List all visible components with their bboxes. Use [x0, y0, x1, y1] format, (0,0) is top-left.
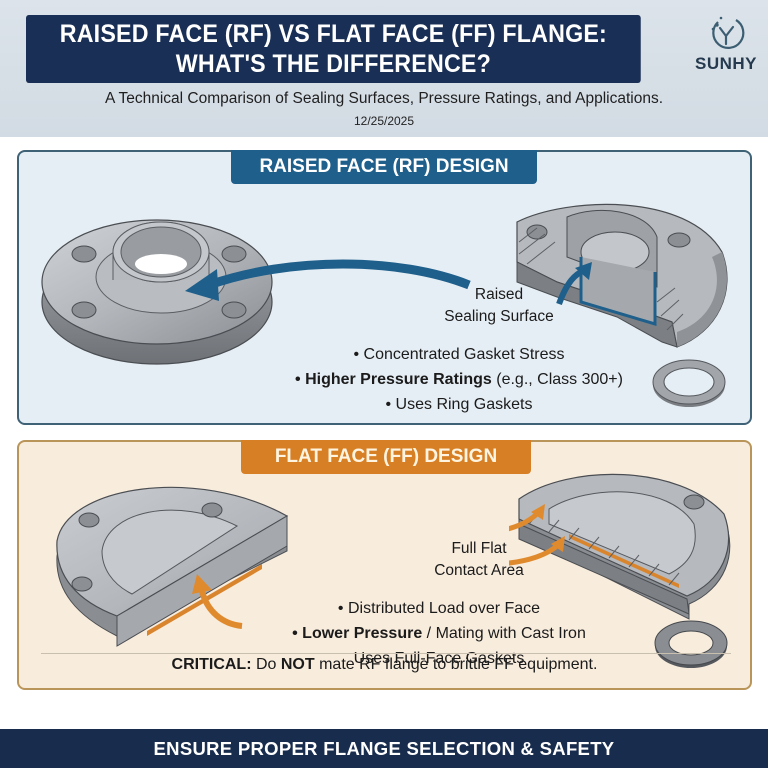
rf-callout-line-2: Sealing Surface — [444, 308, 554, 325]
critical-text-2: mate RF flange to brittle FF equipment. — [314, 656, 598, 673]
footer-banner: ENSURE PROPER FLANGE SELECTION & SAFETY — [0, 729, 768, 768]
rf-bullet-2-bold: • Higher Pressure Ratings — [295, 371, 492, 388]
rf-panel: RAISED FACE (RF) DESIGN — [17, 150, 752, 425]
rf-callout-line-1: Raised — [474, 286, 524, 303]
ff-panel-label: FLAT FACE (FF) DESIGN — [241, 440, 531, 474]
rf-bullet-2-rest: (e.g., Class 300+) — [491, 371, 623, 388]
rf-bullet-1: • Concentrated Gasket Stress — [353, 346, 565, 363]
ff-bullet-2-bold: • Lower Pressure — [292, 625, 423, 642]
rf-flange-full-icon — [41, 219, 273, 365]
ff-bullet-1: • Distributed Load over Face — [337, 600, 541, 617]
rf-bullet-2: • Higher Pressure Ratings (e.g., Class 3… — [259, 367, 659, 392]
logo-text: SUNHY — [694, 54, 757, 73]
ff-bullet-3: Uses Full-Face Gaskets — [353, 650, 525, 667]
subtitle: A Technical Comparison of Sealing Surfac… — [104, 90, 664, 107]
page-title: RAISED FACE (RF) VS FLAT FACE (FF) FLANG… — [26, 15, 641, 83]
rf-bullet-3: • Uses Ring Gaskets — [385, 396, 533, 413]
critical-text-1: Do — [251, 656, 281, 673]
title-line-2: WHAT'S THE DIFFERENCE? — [175, 50, 492, 78]
ff-bullet-2: • Lower Pressure / Mating with Cast Iron — [239, 621, 639, 646]
ff-callout-line-1: Full Flat — [451, 540, 507, 557]
critical-not: NOT — [280, 656, 315, 673]
sunhy-logo-icon — [711, 16, 745, 49]
ff-callout: Full Flat Contact Area — [409, 538, 549, 582]
rf-flange-cutaway-icon — [516, 203, 728, 348]
ff-bullets: • Distributed Load over Face • Lower Pre… — [239, 596, 639, 671]
brand-logo: SUNHY — [690, 14, 762, 76]
critical-label: CRITICAL: — [171, 656, 252, 673]
rf-callout: Raised Sealing Surface — [424, 284, 574, 328]
date: 12/25/2025 — [353, 114, 415, 128]
ff-callout-line-2: Contact Area — [434, 562, 524, 579]
title-line-1: RAISED FACE (RF) VS FLAT FACE (FF) FLANG… — [59, 20, 608, 48]
ff-flange-cutaway-icon — [509, 473, 731, 620]
rf-bullets: • Concentrated Gasket Stress • Higher Pr… — [259, 342, 659, 417]
ff-flange-half-icon — [56, 486, 289, 647]
full-face-gasket-icon — [654, 620, 728, 668]
critical-warning: CRITICAL: Do NOT mate RF flange to britt… — [19, 656, 750, 674]
rf-panel-label: RAISED FACE (RF) DESIGN — [231, 150, 537, 184]
ring-gasket-icon — [652, 359, 726, 407]
ff-bullet-2-rest: / Mating with Cast Iron — [422, 625, 586, 642]
critical-divider — [41, 653, 731, 654]
ff-panel: FLAT FACE (FF) DESIGN — [17, 440, 752, 690]
arrow-icon — [185, 259, 471, 301]
